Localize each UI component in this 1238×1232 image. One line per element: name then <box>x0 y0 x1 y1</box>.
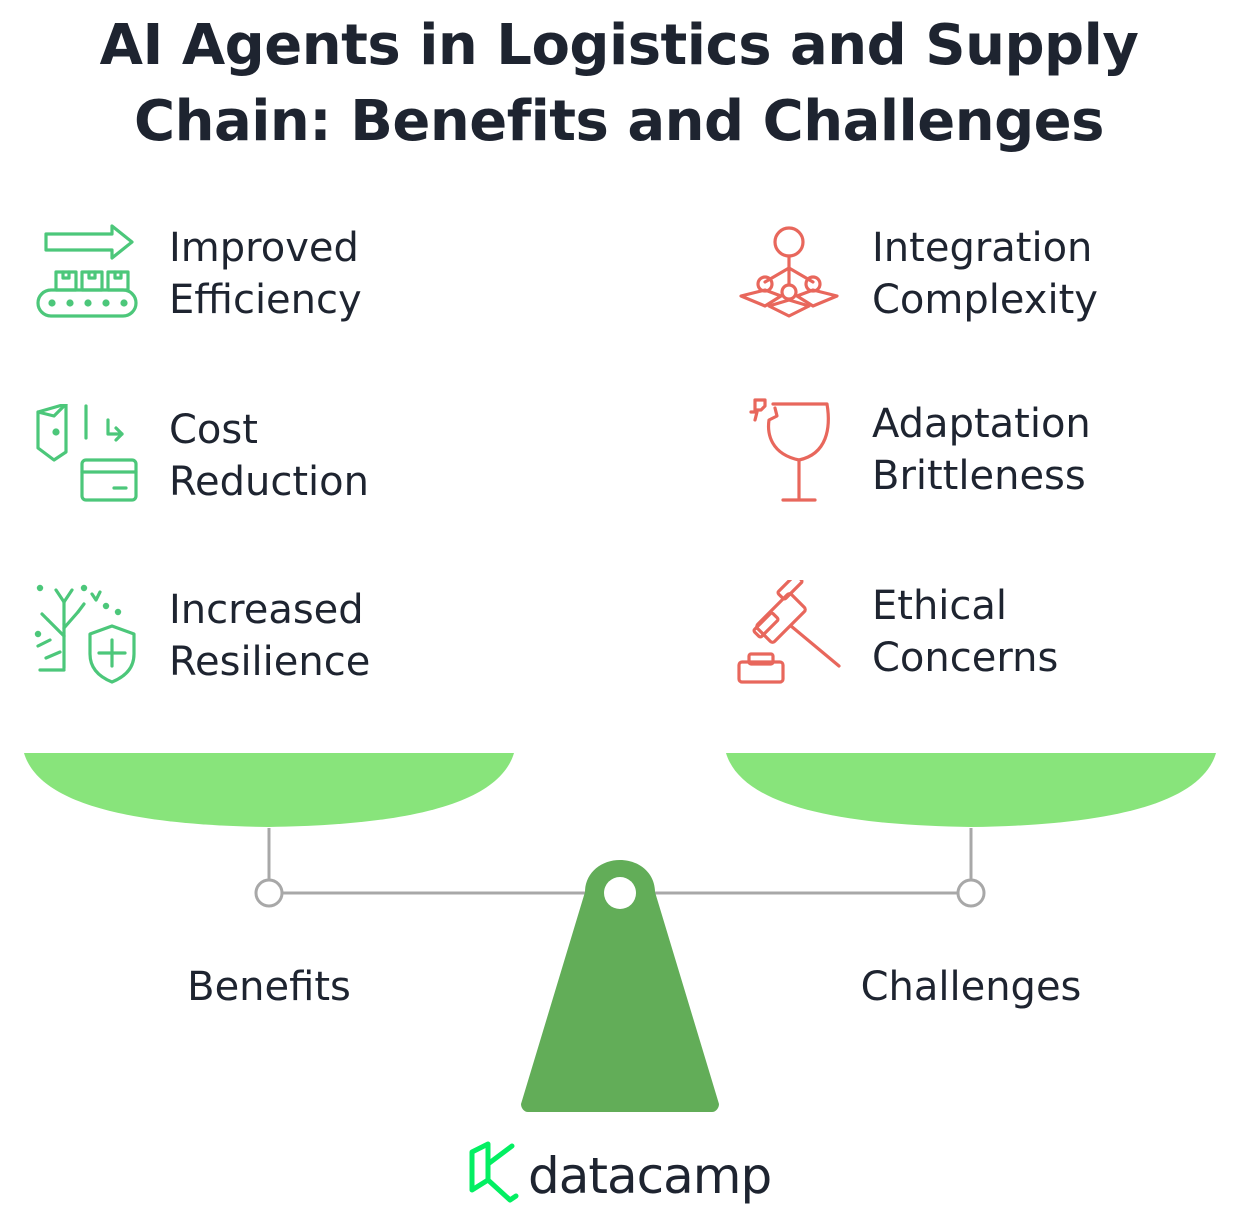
benefit-label: Cost Reduction <box>169 404 369 508</box>
balance-scale <box>24 753 1216 1112</box>
challenge-line-2: Concerns <box>872 635 1059 681</box>
benefit-line-2: Resilience <box>169 639 371 685</box>
datacamp-logo-text: datacamp <box>528 1147 772 1205</box>
tree-shield-icon <box>34 584 136 684</box>
left-pivot <box>254 878 284 908</box>
benefit-line-1: Improved <box>169 225 359 271</box>
fulcrum-hole <box>604 877 636 909</box>
challenge-label: Integration Complexity <box>872 222 1098 326</box>
benefit-line-1: Increased <box>169 587 364 633</box>
benefit-line-1: Cost <box>169 407 258 453</box>
challenge-label: Ethical Concerns <box>872 580 1058 684</box>
scale-base <box>521 860 719 1112</box>
challenge-line-2: Brittleness <box>872 453 1086 499</box>
wallet-card-icon <box>36 404 138 502</box>
challenge-line-1: Integration <box>872 225 1093 271</box>
conveyor-belt-icon <box>36 224 138 318</box>
network-hierarchy-icon <box>739 226 839 318</box>
challenges-label: Challenges <box>860 964 1082 1010</box>
benefit-line-2: Efficiency <box>169 277 362 323</box>
datacamp-logo-icon <box>469 1141 519 1203</box>
benefits-label: Benefits <box>187 964 351 1010</box>
title-line-1: AI Agents in Logistics and Supply <box>99 13 1139 78</box>
challenge-line-1: Adaptation <box>872 401 1091 447</box>
benefit-label: Improved Efficiency <box>169 222 362 326</box>
title-line-2: Chain: Benefits and Challenges <box>133 89 1105 154</box>
challenge-line-1: Ethical <box>872 583 1008 629</box>
right-pivot <box>956 878 986 908</box>
page-title: AI Agents in Logistics and Supply Chain:… <box>0 8 1238 160</box>
challenge-line-2: Complexity <box>872 277 1098 323</box>
benefit-line-2: Reduction <box>169 459 369 505</box>
challenge-label: Adaptation Brittleness <box>872 398 1091 502</box>
broken-glass-icon <box>749 398 830 502</box>
benefits-pan <box>24 753 514 827</box>
benefit-label: Increased Resilience <box>169 584 370 688</box>
challenges-pan <box>726 753 1216 827</box>
gavel-icon <box>737 580 841 684</box>
